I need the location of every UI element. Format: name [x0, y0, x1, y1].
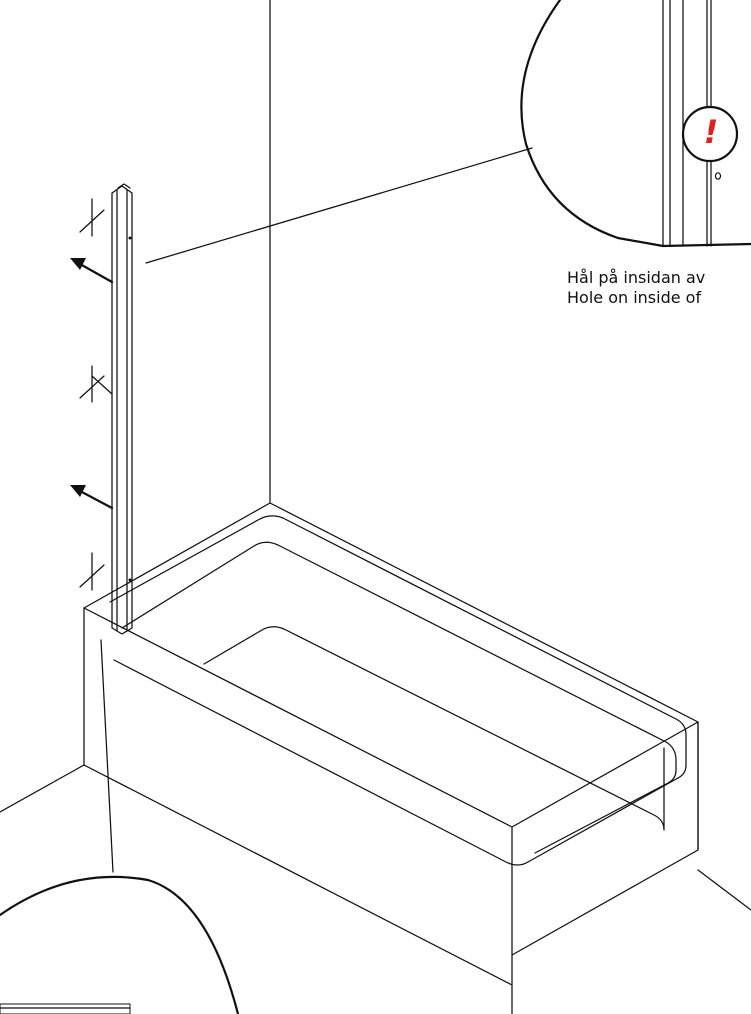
bathtub-basin-inner	[203, 626, 665, 831]
profile-top-cap	[117, 183, 131, 189]
push-direction-arrow-icon	[70, 258, 114, 510]
caption-swedish: Hål på insidan av	[567, 268, 706, 287]
floor-right-line	[697, 869, 751, 911]
bathtub-top-edge	[83, 502, 699, 956]
bathtub-bottom-edge	[83, 764, 513, 986]
screw-mark-top	[79, 198, 105, 237]
detail-callout-bottom	[0, 875, 240, 1014]
detail-callout-top	[520, 0, 751, 248]
screw-mark-middle-leader	[91, 375, 113, 395]
profile-outline	[111, 185, 133, 635]
profile-hole-mark-lower	[128, 578, 132, 582]
floor-left-line	[0, 764, 85, 813]
screw-mark-bottom	[79, 552, 105, 591]
detail-leader-top	[145, 147, 533, 264]
room-lines	[0, 0, 751, 911]
warning-circle	[681, 105, 739, 163]
wall-screw-mark-icon	[79, 198, 113, 591]
arrow-upper-head	[70, 258, 86, 270]
profile-hole-mark	[128, 236, 132, 240]
detail-leader-bottom	[100, 639, 114, 873]
arrow-lower-head	[70, 485, 86, 497]
wall-profile	[111, 183, 133, 635]
detail-circle-bottom	[0, 875, 240, 1014]
bathtub-inner-edge	[121, 541, 677, 854]
bathtub	[83, 502, 699, 1014]
bathtub-rim	[109, 515, 687, 866]
detail-hole	[714, 172, 722, 180]
screw-mark-middle	[79, 365, 105, 403]
bathtub-front-top-edge	[83, 607, 699, 828]
arrow-upper-shaft	[78, 262, 114, 284]
caption-english: Hole on inside of	[567, 288, 702, 307]
detail-profile-top	[0, 1003, 131, 1014]
arrow-lower-shaft	[78, 489, 114, 510]
warning-symbol: !	[703, 113, 719, 151]
detail-circle-top	[520, 0, 751, 248]
